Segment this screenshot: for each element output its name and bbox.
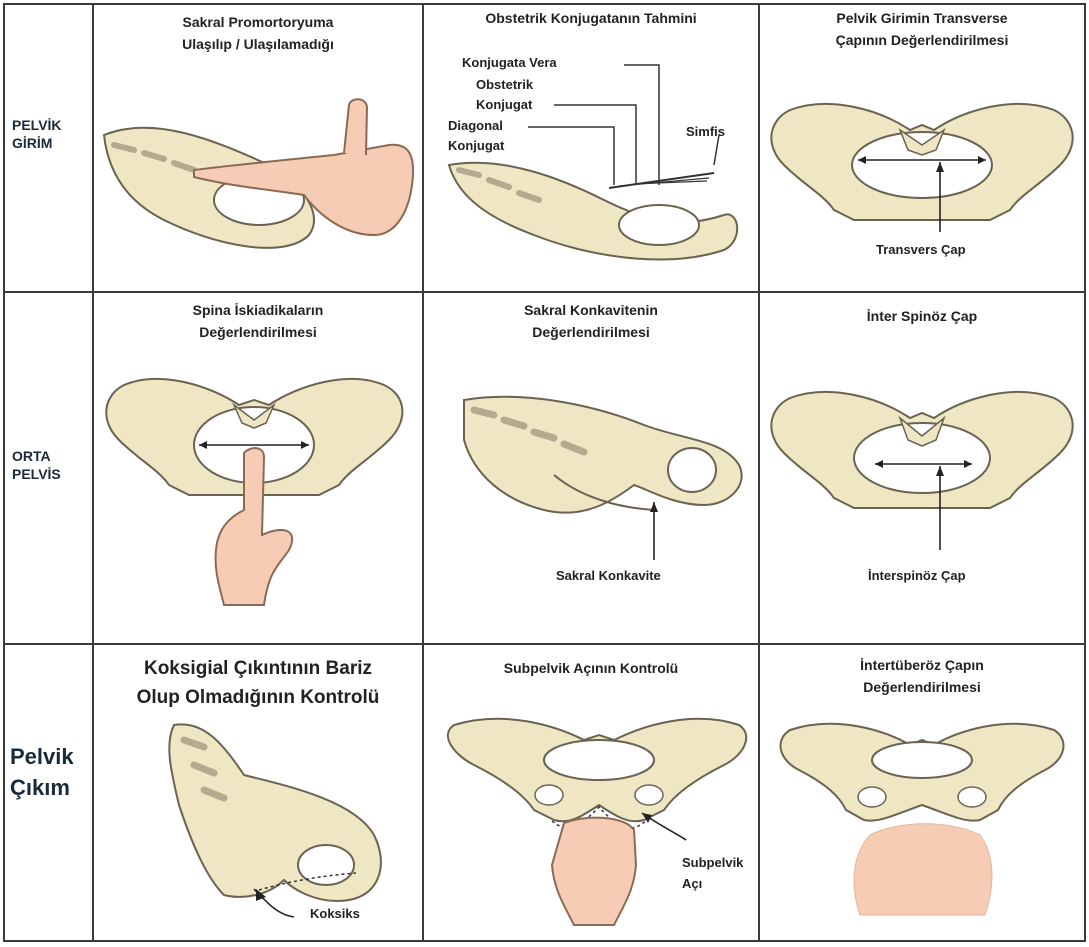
label-subpelvik-line2: Açı <box>682 876 702 891</box>
illustration-koksigial-cikinti <box>94 705 422 935</box>
title-line: Ulaşılıp / Ulaşılamadığı <box>94 34 422 56</box>
title-line: İntertüberöz Çapın <box>760 655 1084 677</box>
grid-border-bottom <box>3 940 1086 942</box>
grid-border-right <box>1084 3 1086 942</box>
grid-border-top <box>3 3 1086 5</box>
title-line: Değerlendirilmesi <box>424 322 758 344</box>
illustration-intertuberoz-cap <box>760 705 1084 930</box>
illustration-inter-spinoz <box>760 378 1084 553</box>
grid-border-left <box>3 3 5 942</box>
cell-title-intertuberoz-cap: İntertüberöz Çapın Değerlendirilmesi <box>760 655 1084 698</box>
row-label-orta-pelvis: ORTA PELVİS <box>12 448 61 483</box>
grid-row-divider-1 <box>3 291 1086 293</box>
cell-title-inter-spinoz: İnter Spinöz Çap <box>760 306 1084 328</box>
row-label-pelvik-girim: PELVİK GİRİM <box>12 117 62 152</box>
cell-title-sakral-promontoryum: Sakral Promortoryuma Ulaşılıp / Ulaşılam… <box>94 12 422 55</box>
title-line: Sakral Promortoryuma <box>94 12 422 34</box>
title-line: Obstetrik Konjugatanın Tahmini <box>424 8 758 30</box>
title-line: Pelvik Girimin Transverse <box>760 8 1084 30</box>
row-label-line1: PELVİK <box>12 117 62 135</box>
grid-row-divider-2 <box>3 643 1086 645</box>
row-label-line2: GİRİM <box>12 135 62 153</box>
cell-title-subpelvik-aci: Subpelvik Açının Kontrolü <box>424 658 758 680</box>
title-line: Koksigial Çıkıntının Bariz <box>94 655 422 684</box>
illustration-transverse-cap <box>760 90 1084 250</box>
title-line: İnter Spinöz Çap <box>760 306 1084 328</box>
title-line: Spina İskiadikaların <box>94 300 422 322</box>
row-label-line2: Çıkım <box>10 773 74 804</box>
illustration-sakral-promontoryum <box>94 95 422 275</box>
row-label-line1: ORTA <box>12 448 61 466</box>
label-transvers-cap: Transvers Çap <box>876 242 966 257</box>
title-line: Sakral Konkavitenin <box>424 300 758 322</box>
cell-title-transverse-cap: Pelvik Girimin Transverse Çapının Değerl… <box>760 8 1084 51</box>
title-line: Değerlendirilmesi <box>760 677 1084 699</box>
cell-title-spina-iskiadika: Spina İskiadikaların Değerlendirilmesi <box>94 300 422 343</box>
cell-title-obstetrik-konjugat: Obstetrik Konjugatanın Tahmini <box>424 8 758 30</box>
illustration-obstetrik-konjugat <box>424 55 758 285</box>
label-sakral-konkavite: Sakral Konkavite <box>556 568 661 583</box>
label-subpelvik-line1: Subpelvik <box>682 855 743 870</box>
illustration-sakral-konkavite <box>424 380 758 570</box>
row-label-line2: PELVİS <box>12 466 61 484</box>
title-line: Çapının Değerlendirilmesi <box>760 30 1084 52</box>
row-label-line1: Pelvik <box>10 742 74 773</box>
title-line: Subpelvik Açının Kontrolü <box>424 658 758 680</box>
illustration-subpelvik-aci <box>424 695 758 935</box>
cell-title-sakral-konkavite: Sakral Konkavitenin Değerlendirilmesi <box>424 300 758 343</box>
row-label-pelvik-cikim: Pelvik Çıkım <box>10 742 74 804</box>
cell-title-koksigial-cikinti: Koksigial Çıkıntının Bariz Olup Olmadığı… <box>94 655 422 712</box>
label-interspinoz-cap: İnterspinöz Çap <box>868 568 966 583</box>
label-koksiks: Koksiks <box>310 906 360 921</box>
title-line: Değerlendirilmesi <box>94 322 422 344</box>
illustration-spina-iskiadika <box>94 365 422 625</box>
